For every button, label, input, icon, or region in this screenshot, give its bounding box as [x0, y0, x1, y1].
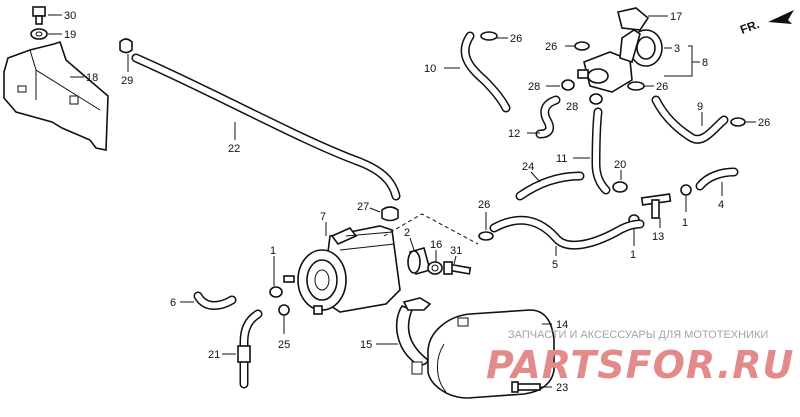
hose-12	[535, 95, 561, 139]
clamp-20	[612, 181, 628, 193]
callout-30: 30	[64, 10, 76, 22]
callout-26-mid: 26	[656, 81, 668, 93]
callout-26-top: 26	[510, 33, 522, 45]
callout-31: 31	[450, 245, 462, 257]
washer-19	[30, 28, 48, 40]
callout-17: 17	[670, 11, 682, 23]
callout-1-mid: 1	[630, 249, 636, 261]
callout-3: 3	[674, 43, 680, 55]
callout-15: 15	[360, 339, 372, 351]
callout-5: 5	[552, 259, 558, 271]
bolt-30	[32, 6, 46, 25]
callout-6: 6	[170, 297, 176, 309]
callout-26-right: 26	[758, 117, 770, 129]
canister-7	[283, 225, 401, 315]
watermark: ЗАПЧАСТИ И АКСЕССУАРЫ ДЛЯ МОТОТЕХНИКИ PA…	[486, 329, 794, 387]
clamp-26-right	[730, 117, 746, 127]
cover-14	[427, 309, 555, 399]
collar-16	[427, 261, 443, 275]
callout-4: 4	[718, 199, 724, 211]
grommet-2	[407, 247, 431, 275]
clamp-28-a	[561, 79, 575, 91]
hose-6	[193, 291, 237, 310]
hose-10	[460, 31, 511, 113]
clamp-29	[119, 38, 133, 54]
callout-14: 14	[556, 319, 568, 331]
hose-24	[515, 171, 585, 201]
callout-12: 12	[508, 128, 520, 140]
callout-28-a: 28	[528, 81, 540, 93]
watermark-tagline: ЗАПЧАСТИ И АКСЕССУАРЫ ДЛЯ МОТОТЕХНИКИ	[508, 329, 768, 341]
clip-27	[381, 206, 399, 222]
callout-22: 22	[228, 143, 240, 155]
callout-18: 18	[86, 72, 98, 84]
callout-labels: 30 19 18 29 22 10 26 26 28 28 12 17 3 8 …	[64, 10, 770, 394]
watermark-logo: PARTSFOR.RU	[486, 343, 794, 387]
cover-17	[617, 7, 650, 31]
callout-23: 23	[556, 382, 568, 394]
svg-text:FR.: FR.	[738, 17, 761, 37]
housing-3	[619, 29, 663, 67]
air-valve	[577, 51, 633, 93]
clamp-26-mid	[627, 81, 645, 91]
callout-27: 27	[357, 201, 369, 213]
callout-1-right: 1	[682, 217, 688, 229]
callout-16: 16	[430, 239, 442, 251]
callout-2: 2	[404, 227, 410, 239]
callout-1-left: 1	[270, 245, 276, 257]
callout-8: 8	[702, 57, 708, 69]
callout-25: 25	[278, 339, 290, 351]
callout-7: 7	[320, 211, 326, 223]
tube-11	[591, 107, 611, 195]
callout-26-valve: 26	[545, 41, 557, 53]
clip-1-left	[269, 286, 283, 298]
callout-28-b: 28	[566, 101, 578, 113]
callout-13: 13	[652, 231, 664, 243]
front-direction-arrow: FR.	[738, 10, 794, 37]
clip-25	[278, 304, 290, 316]
callout-24: 24	[522, 161, 534, 173]
clamp-26-hose5	[478, 231, 494, 241]
callout-9: 9	[697, 101, 703, 113]
callout-10: 10	[424, 63, 436, 75]
bracket-18	[3, 40, 109, 151]
hose-9	[651, 95, 729, 144]
callout-21: 21	[208, 349, 220, 361]
tube-22	[131, 53, 401, 201]
band-15	[395, 297, 432, 375]
clip-1-right	[680, 184, 692, 196]
tube-21	[237, 309, 263, 389]
joint-13	[640, 193, 672, 219]
callout-19: 19	[64, 29, 76, 41]
clamp-28-b	[589, 93, 603, 105]
clamp-26-valve	[574, 41, 590, 51]
callout-26-hose5: 26	[478, 199, 490, 211]
clamp-26-top	[480, 31, 498, 41]
bolt-31	[443, 261, 472, 275]
callout-20: 20	[614, 159, 626, 171]
callout-11: 11	[556, 153, 567, 165]
hose-4	[695, 167, 739, 191]
callout-29: 29	[121, 75, 133, 87]
hose-5	[489, 215, 645, 250]
